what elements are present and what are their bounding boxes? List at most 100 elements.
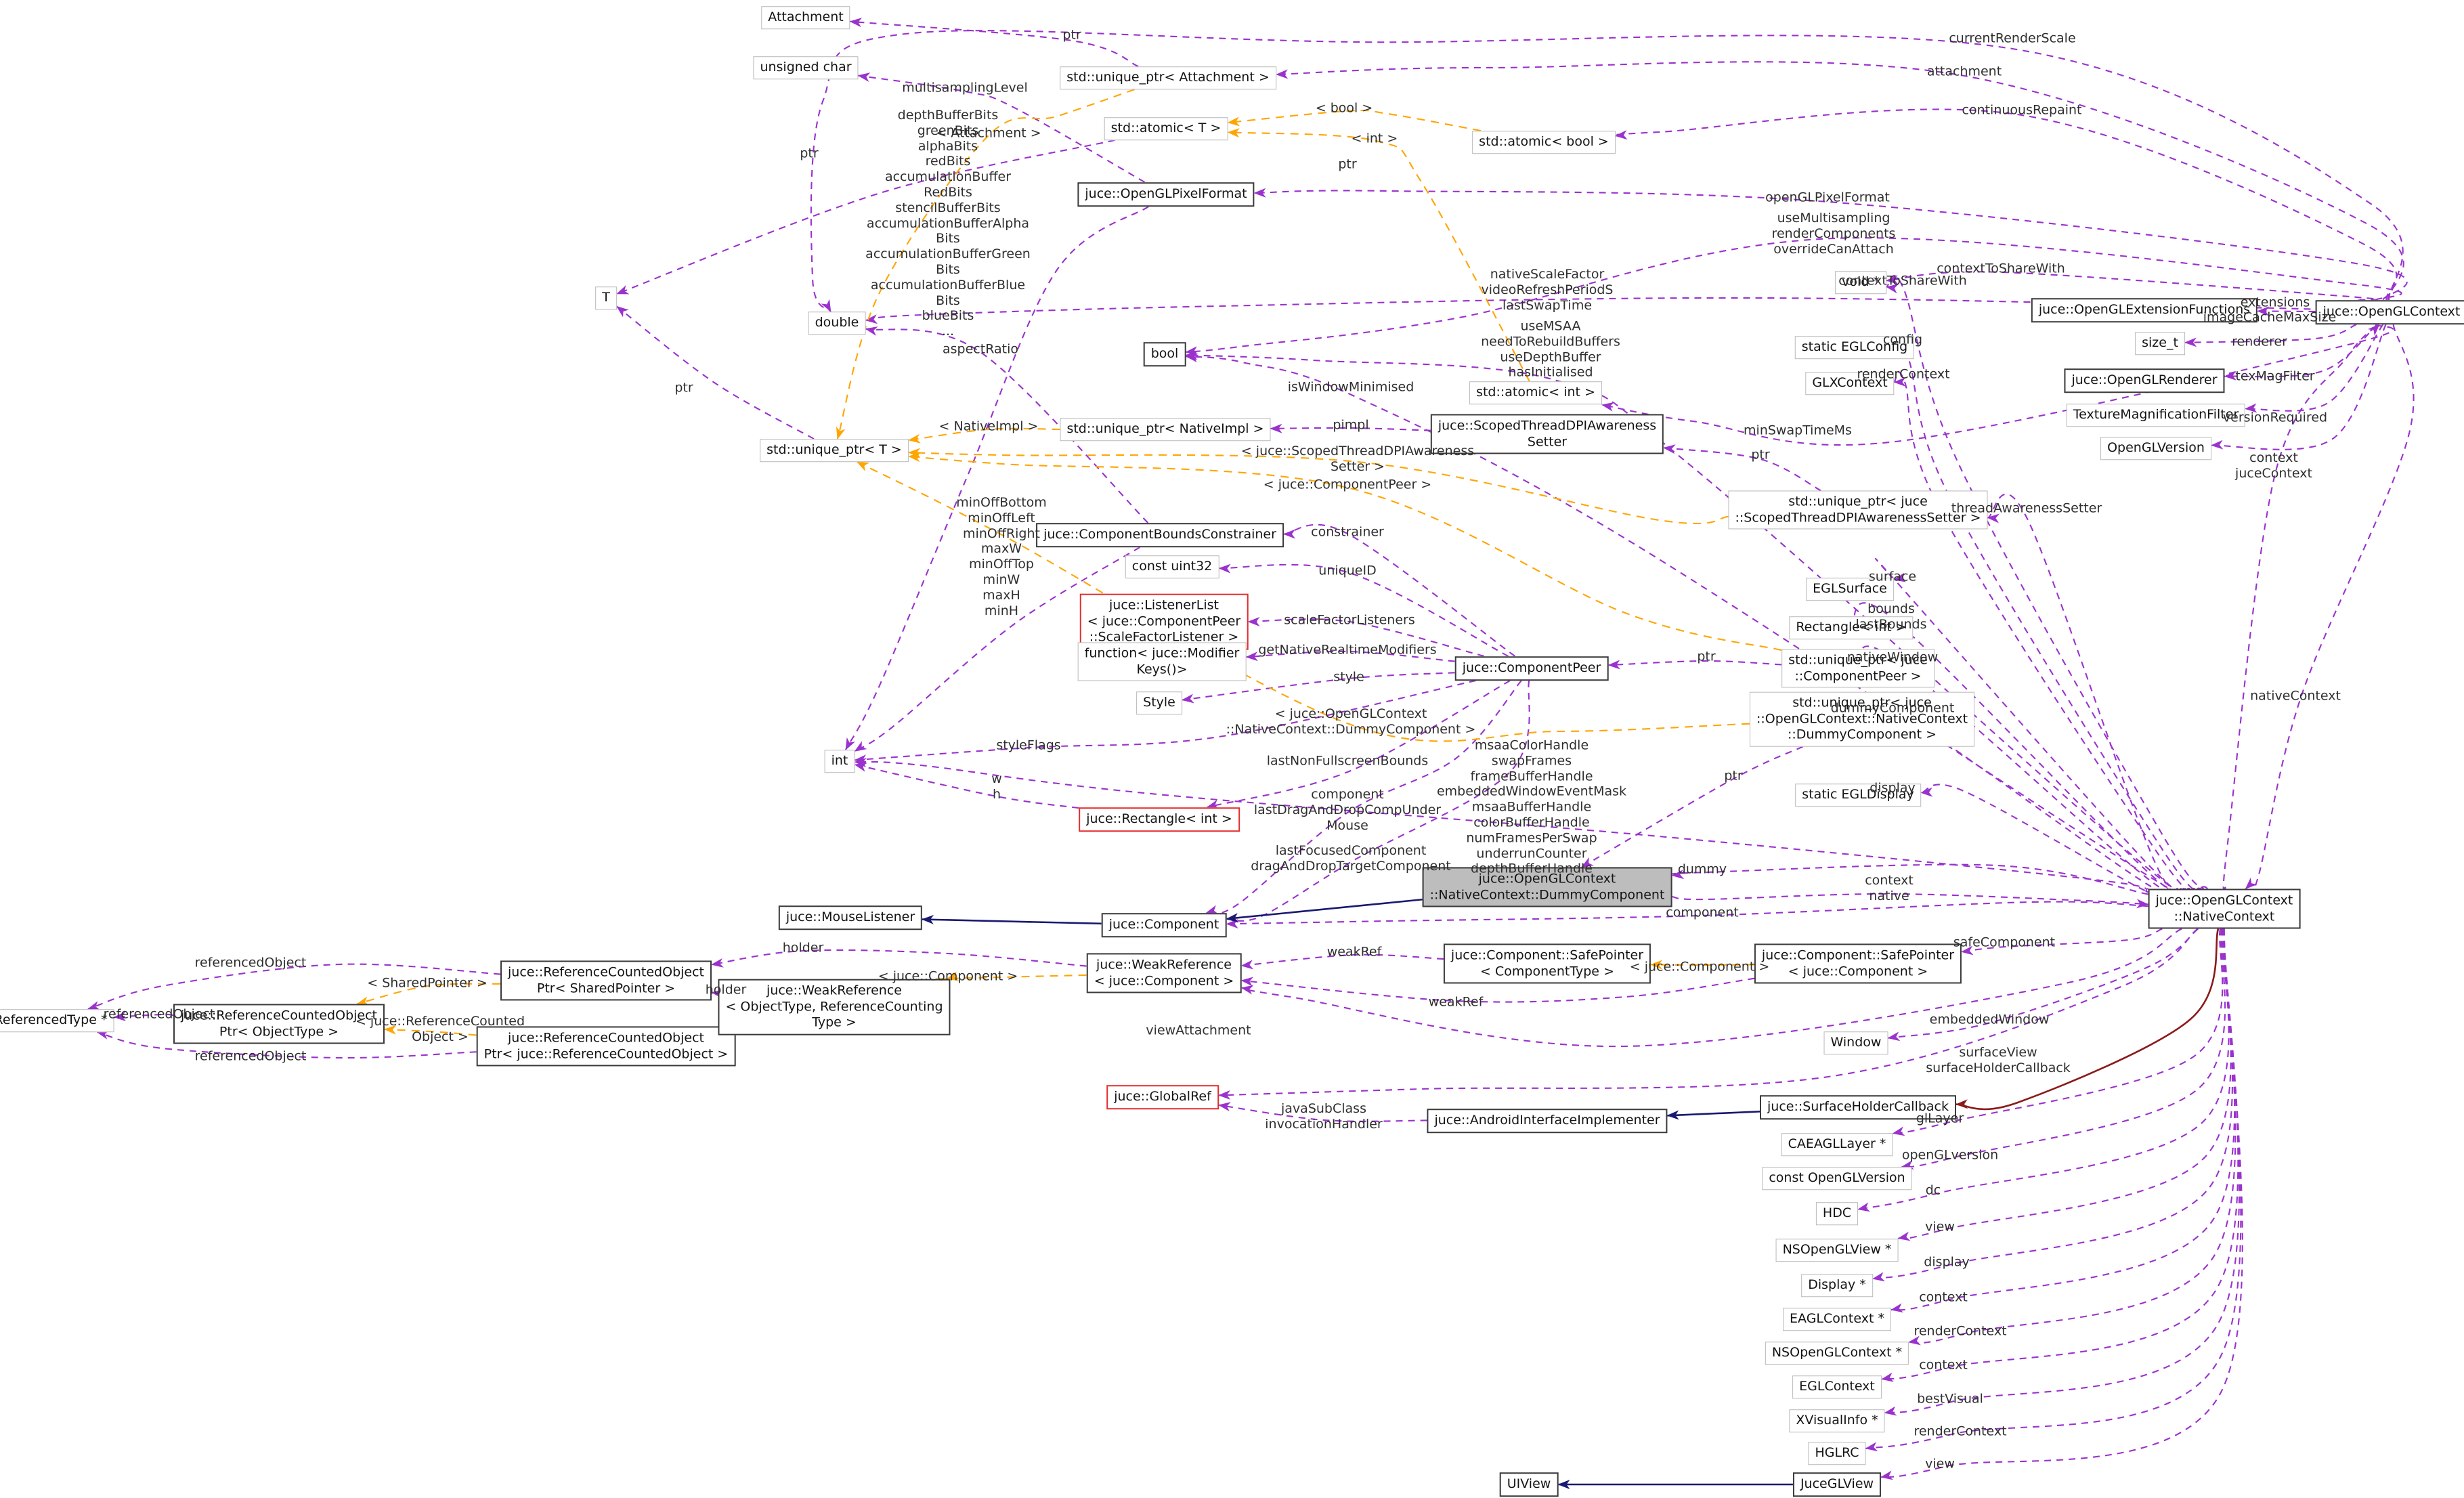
node-juce-rectangle-int[interactable]: juce::Rectangle< int >	[1079, 807, 1240, 832]
node-uptr-t: std::unique_ptr< T >	[760, 439, 909, 462]
node-uiview[interactable]: UIView	[1499, 1472, 1559, 1497]
edge-rcop-objecttype-to-referenced-type	[113, 1011, 174, 1021]
node-label: juce::ComponentPeer	[1462, 660, 1601, 676]
node-label: std::unique_ptr< T >	[766, 442, 902, 458]
node-listener-list[interactable]: juce::ListenerList< juce::ComponentPeer:…	[1079, 593, 1249, 650]
edge-label-line: juceContext	[2235, 466, 2312, 481]
edge-label-line: view	[1925, 1219, 1955, 1235]
edge-label-line: maxH	[982, 587, 1020, 603]
node-weakref-objecttype[interactable]: juce::WeakReference< ObjectType, Referen…	[718, 979, 951, 1035]
edge-label-line: < juce::ReferenceCounted	[355, 1014, 525, 1029]
edge-label: referencedObject	[195, 956, 307, 971]
node-opengl-renderer[interactable]: juce::OpenGLRenderer	[2064, 368, 2225, 393]
node-opengl-extension-functions[interactable]: juce::OpenGLExtensionFunctions	[2031, 298, 2258, 322]
node-dummy-component[interactable]: juce::OpenGLContext::NativeContext::Dumm…	[1422, 867, 1672, 907]
node-label: Type >	[812, 1014, 857, 1030]
edge-label-line: renderComponents	[1771, 226, 1896, 241]
node-android-interface-implementer[interactable]: juce::AndroidInterfaceImplementer	[1427, 1109, 1668, 1133]
edge-label: < juce::ComponentPeer >	[1263, 477, 1431, 493]
node-juceglview[interactable]: JuceGLView	[1792, 1472, 1882, 1497]
edge-uptr-nativeimpl-to-uptr-t	[908, 427, 1060, 444]
edge-opengl-context-to-void-ptr	[1886, 271, 2379, 301]
node-style-node: Style	[1136, 691, 1182, 714]
node-safepointer-componenttype[interactable]: juce::Component::SafePointer< ComponentT…	[1443, 943, 1651, 984]
node-label: juce::WeakReference	[766, 983, 902, 998]
edge-uptr-attachment-to-attachment	[849, 18, 1139, 67]
edge-label-line: surfaceHolderCallback	[1926, 1061, 2071, 1075]
node-label: juce::Component	[1108, 917, 1219, 933]
edge-label: ptr	[1751, 448, 1769, 463]
node-label: juce::Component::SafePointer	[1761, 947, 1955, 963]
node-label: juce::Rectangle< int >	[1086, 811, 1232, 827]
node-globalref[interactable]: juce::GlobalRef	[1106, 1085, 1219, 1109]
node-label: Ptr< SharedPointer >	[536, 981, 676, 996]
edge-label-line: safeComponent	[1953, 935, 2056, 950]
node-surface-holder-callback[interactable]: juce::SurfaceHolderCallback	[1759, 1095, 1957, 1119]
edge-opengl-context-to-size-t	[2184, 324, 2357, 347]
edge-label-line: openGLPixelFormat	[1765, 190, 1890, 205]
node-opengl-context[interactable]: juce::OpenGLContext	[2315, 300, 2464, 324]
node-label: juce::ReferenceCountedObject	[181, 1008, 377, 1023]
edge-native-context-to-uptr-component-peer	[1857, 645, 2179, 895]
edge-label-line: < juce::ComponentPeer >	[1263, 477, 1432, 492]
node-label: juce::OpenGLPixelFormat	[1085, 186, 1247, 202]
edge-label-line: dc	[1925, 1182, 1941, 1198]
node-weakref-component[interactable]: juce::WeakReference< juce::Component >	[1086, 953, 1242, 993]
node-hdc: HDC	[1815, 1202, 1859, 1225]
node-label: CAEAGLLayer *	[1788, 1136, 1886, 1152]
edge-label-line: < int >	[1351, 131, 1398, 146]
edge-label: texMagFilter	[2235, 369, 2314, 385]
node-label: Display *	[1808, 1277, 1866, 1293]
edge-uptr-dummy-component-to-uptr-t	[856, 461, 1750, 742]
node-component[interactable]: juce::Component	[1101, 913, 1227, 937]
node-label: Style	[1143, 695, 1175, 710]
edge-label: context	[1919, 1358, 1968, 1373]
node-bool[interactable]: bool	[1143, 342, 1186, 366]
edge-component-peer-to-int-node	[854, 679, 1476, 765]
edge-label-line: getNativeRealtimeModifiers	[1258, 642, 1437, 658]
node-void-ptr: void *	[1835, 271, 1886, 294]
node-component-bounds-constrainer[interactable]: juce::ComponentBoundsConstrainer	[1036, 523, 1284, 547]
edge-native-context-to-component	[1226, 901, 2148, 929]
edge-label-line: attachment	[1926, 64, 2002, 79]
edge-native-context-to-glxcontext	[1893, 371, 2201, 894]
node-label: juce::ReferenceCountedObject	[508, 964, 704, 980]
edge-label: ptr	[1338, 157, 1356, 173]
edge-component-to-mouse-listener	[922, 914, 1102, 925]
node-hglrc: HGLRC	[1808, 1442, 1866, 1465]
edge-label: < juce::OpenGLContext::NativeContext::Du…	[1226, 706, 1476, 737]
edge-label-line: depthBufferHandle	[1471, 861, 1593, 876]
node-label: std::unique_ptr< NativeImpl >	[1066, 421, 1264, 437]
edge-native-context-to-globalref	[1218, 928, 2199, 1100]
edge-label: openGLPixelFormat	[1765, 190, 1890, 206]
node-mouse-listener[interactable]: juce::MouseListener	[778, 905, 923, 930]
edge-label: view	[1925, 1457, 1955, 1472]
edge-label: contextToShareWith	[1937, 261, 2065, 277]
edge-label-line: glLayer	[1916, 1111, 1964, 1126]
node-label: ::ComponentPeer >	[1794, 668, 1922, 683]
node-opengl-pixel-format[interactable]: juce::OpenGLPixelFormat	[1077, 182, 1255, 207]
edge-label-line: RedBits	[924, 185, 972, 200]
node-glxcontext: GLXContext	[1805, 372, 1895, 395]
node-component-peer[interactable]: juce::ComponentPeer	[1454, 656, 1609, 681]
edge-opengl-context-to-bool	[1185, 237, 2402, 356]
node-safepointer-component[interactable]: juce::Component::SafePointer< juce::Comp…	[1754, 943, 1962, 984]
node-native-context[interactable]: juce::OpenGLContext::NativeContext	[2148, 889, 2301, 929]
edge-label-line: needToRebuildBuffers	[1481, 334, 1620, 349]
node-label: int	[831, 753, 848, 769]
edge-label-line: redBits	[925, 154, 971, 169]
edge-label-line: lastNonFullscreenBounds	[1266, 753, 1429, 769]
node-label: juce::ListenerList	[1109, 597, 1219, 613]
node-referenced-type: ReferencedType *	[0, 1009, 114, 1032]
node-label: unsigned char	[760, 60, 852, 75]
edge-label-line: native	[1869, 889, 1909, 903]
node-label: T	[602, 290, 610, 305]
node-label: EGLSurface	[1813, 581, 1887, 597]
